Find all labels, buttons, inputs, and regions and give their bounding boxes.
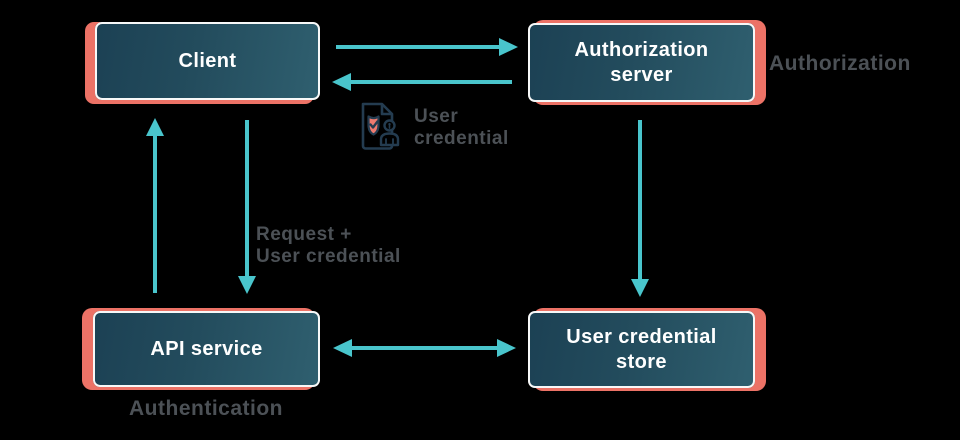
request-credential-label: Request + User credential: [256, 224, 401, 269]
request-credential-label-line2: User credential: [256, 246, 401, 268]
arrow-client-to-auth-server: [336, 38, 518, 56]
user-credential-label: User credential: [414, 106, 509, 151]
node-client: Client: [95, 22, 320, 100]
request-credential-label-line1: Request +: [256, 224, 352, 245]
arrow-client-to-api-service: [238, 120, 256, 294]
node-authorization-server-label: Authorization server: [574, 38, 709, 86]
node-api-service: API service: [93, 311, 320, 387]
user-credential-label-line2: credential: [414, 128, 509, 150]
node-authorization-server: Authorization server: [528, 23, 755, 102]
node-api-service-label: API service: [150, 337, 263, 360]
node-user-credential-store-label: User credential store: [566, 325, 717, 373]
arrow-api-service-to-client: [146, 118, 164, 293]
arrow-auth-server-to-credential-store: [631, 120, 649, 297]
node-client-label: Client: [178, 49, 237, 72]
user-credential-label-line1: User: [414, 106, 459, 127]
node-user-credential-store: User credential store: [528, 311, 755, 388]
arrow-api-service-credential-store: [333, 339, 516, 357]
authentication-label: Authentication: [129, 397, 283, 420]
authorization-label: Authorization: [769, 52, 911, 75]
user-credential-icon: [361, 102, 400, 150]
arrow-auth-server-to-client: [332, 73, 512, 91]
